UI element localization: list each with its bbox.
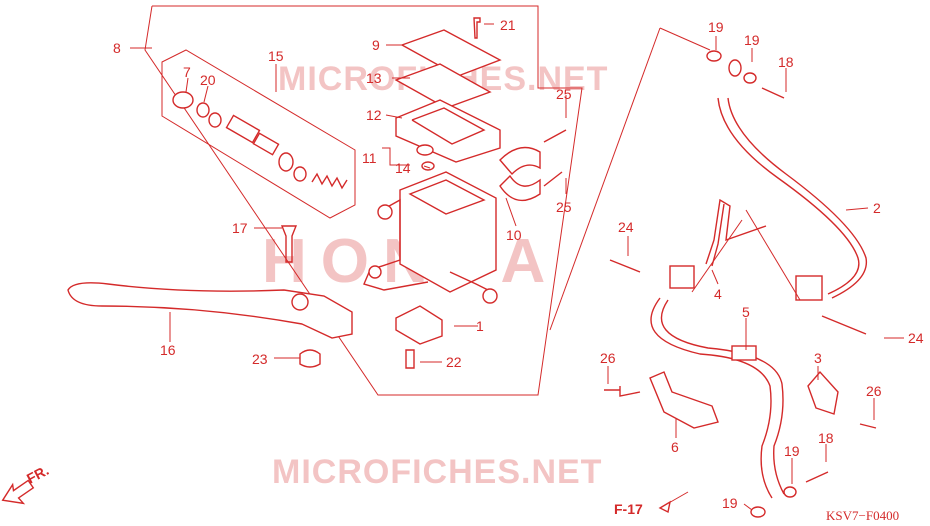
label-part-13: 13: [366, 70, 382, 86]
label-part-18b: 18: [818, 430, 834, 446]
label-part-26a: 26: [600, 350, 616, 366]
label-part-14: 14: [395, 160, 411, 176]
label-part-26b: 26: [866, 383, 882, 399]
reservoir-cap: [394, 17, 502, 171]
watermark-bottom: MICROFICHES.NET: [272, 453, 602, 491]
label-part-2: 2: [873, 200, 881, 216]
label-part-7: 7: [183, 64, 191, 80]
label-part-16: 16: [160, 342, 176, 358]
label-part-9: 9: [372, 37, 380, 53]
label-part-25b: 25: [556, 199, 572, 215]
label-part-20: 20: [200, 72, 216, 88]
label-part-23: 23: [252, 351, 268, 367]
brake-hose-upper: [706, 50, 868, 335]
label-part-12: 12: [366, 107, 382, 123]
front-direction-arrow: FR.: [1, 462, 51, 505]
brake-switch: [395, 305, 443, 369]
label-part-10: 10: [506, 227, 522, 243]
label-part-11: 11: [362, 150, 377, 166]
label-part-22: 22: [446, 354, 462, 370]
hose-brackets: [604, 259, 877, 429]
label-part-15: 15: [268, 48, 284, 64]
reference-arrow: [658, 500, 671, 514]
label-part-5: 5: [742, 304, 750, 320]
piston-kit: [172, 91, 348, 190]
brake-pipe: [705, 198, 767, 267]
label-part-19a: 19: [708, 19, 724, 35]
label-part-8: 8: [113, 40, 121, 56]
label-part-19b: 19: [744, 32, 760, 48]
brake-hose-lower: [650, 265, 829, 518]
label-part-6: 6: [671, 439, 679, 455]
master-cylinder-body: [363, 171, 498, 304]
label-part-24b: 24: [908, 330, 924, 346]
label-part-4: 4: [714, 286, 722, 302]
reference-marker: F-17: [614, 501, 643, 517]
label-part-3: 3: [814, 350, 822, 366]
label-part-1: 1: [476, 318, 484, 334]
label-part-19d: 19: [722, 495, 738, 511]
mirror-holder: [499, 129, 567, 202]
label-part-19c: 19: [784, 443, 800, 459]
piston-kit-box: [161, 49, 356, 219]
label-part-17: 17: [232, 220, 248, 236]
diagram-code: KSV7−F0400: [826, 508, 899, 523]
label-part-21: 21: [500, 17, 516, 33]
brake-lever: [67, 225, 353, 368]
part-labels: 1 2 3 4 5 6 7 8 9 10 11 12 13 14 15 16 1…: [113, 17, 924, 511]
leader-lines: [130, 23, 904, 511]
label-part-24a: 24: [618, 219, 634, 235]
label-part-18a: 18: [778, 54, 794, 70]
label-part-25a: 25: [556, 86, 572, 102]
